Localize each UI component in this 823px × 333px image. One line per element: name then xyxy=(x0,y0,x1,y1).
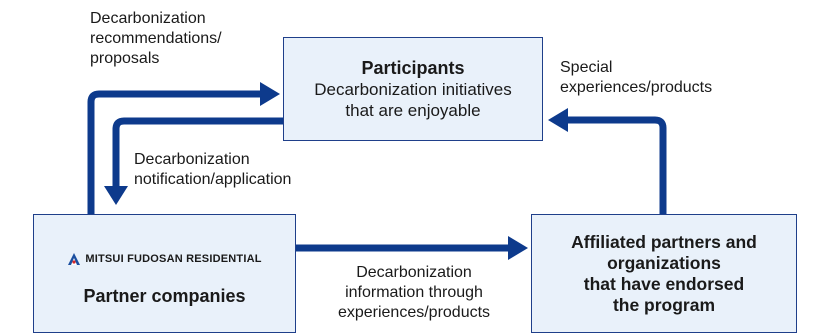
label-information: Decarbonization information through expe… xyxy=(337,264,491,321)
label-recommendations: Decarbonization recommendations/ proposa… xyxy=(90,10,222,67)
arrowhead-information xyxy=(508,236,528,260)
affiliated-partners-title: Affiliated partners and organizations th… xyxy=(571,231,757,315)
participants-subtitle: Decarbonization initiatives that are enj… xyxy=(314,80,512,120)
logo-text: MITSUI FUDOSAN RESIDENTIAL xyxy=(85,253,262,265)
arrow-recommendations xyxy=(87,90,262,214)
participants-title: Participants xyxy=(361,58,465,78)
partner-companies-title: Partner companies xyxy=(83,286,246,306)
mitsui-fudosan-logo: MITSUI FUDOSAN RESIDENTIAL xyxy=(67,252,261,266)
arrowhead-notification xyxy=(104,186,128,205)
arrow-special xyxy=(566,116,667,214)
partner-companies-box: MITSUI FUDOSAN RESIDENTIAL Partner compa… xyxy=(33,214,296,333)
participants-box: Participants Decarbonization initiatives… xyxy=(283,37,543,141)
arrow-notification xyxy=(112,117,283,190)
label-special-experiences: Special experiences/products xyxy=(560,59,713,96)
label-notification: Decarbonization notification/application xyxy=(134,151,292,188)
logo-mark-icon xyxy=(68,253,81,265)
arrowhead-recommendations xyxy=(260,82,280,106)
arrowhead-special xyxy=(548,108,568,132)
affiliated-partners-box: Affiliated partners and organizations th… xyxy=(531,214,797,333)
